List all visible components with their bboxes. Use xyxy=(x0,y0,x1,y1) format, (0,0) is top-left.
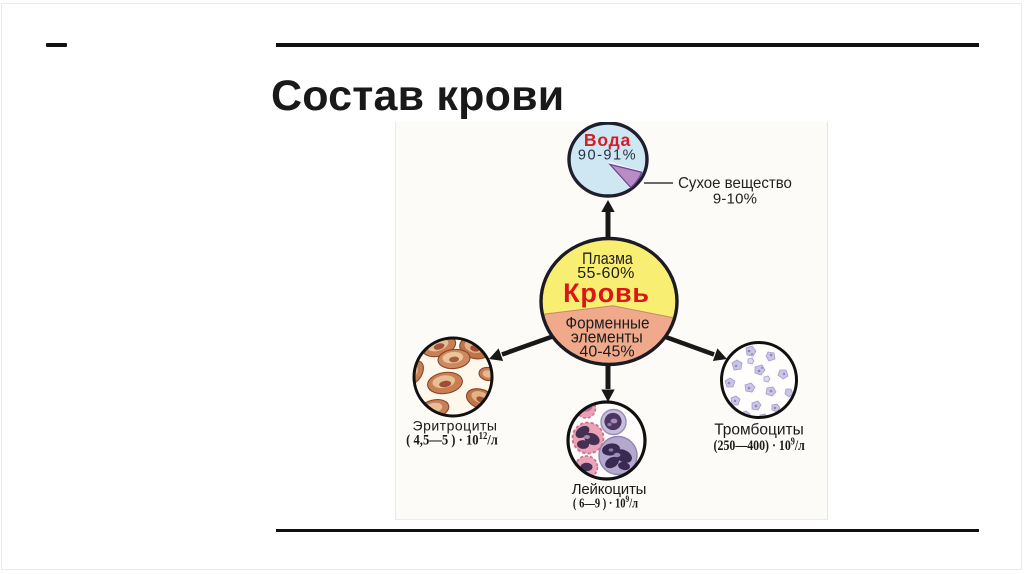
svg-text:( 4,5—5 ) · 1012/л: ( 4,5—5 ) · 1012/л xyxy=(406,432,498,449)
svg-text:40-45%: 40-45% xyxy=(579,344,634,361)
svg-text:Эритроциты: Эритроциты xyxy=(413,417,498,433)
svg-text:Вода: Вода xyxy=(584,130,631,150)
svg-text:Лейкоциты: Лейкоциты xyxy=(572,481,646,498)
svg-text:Кровь: Кровь xyxy=(563,278,650,308)
svg-text:элементы: элементы xyxy=(571,328,643,347)
svg-text:Сухое вещество: Сухое вещество xyxy=(678,175,792,192)
svg-text:55-60%: 55-60% xyxy=(577,265,635,282)
svg-text:Форменные: Форменные xyxy=(565,314,649,333)
svg-text:Плазма: Плазма xyxy=(582,250,633,268)
svg-text:Тромбоциты: Тромбоциты xyxy=(714,422,804,439)
svg-text:90-91%: 90-91% xyxy=(578,148,637,164)
svg-text:(250—400) · 109/л: (250—400) · 109/л xyxy=(714,436,806,454)
svg-text:( 6—9 ) · 109/л: ( 6—9 ) · 109/л xyxy=(573,493,638,511)
svg-text:9-10%: 9-10% xyxy=(713,191,757,208)
